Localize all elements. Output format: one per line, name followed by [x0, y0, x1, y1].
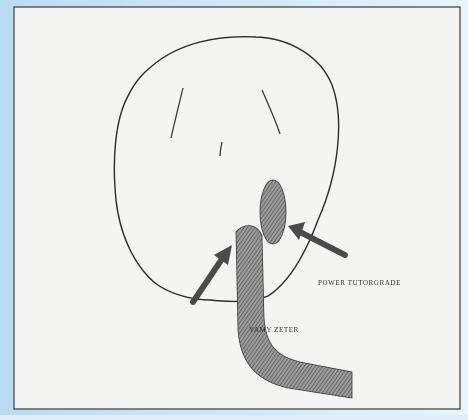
paper-sheet [14, 7, 460, 409]
label-left-arrow: YAMY ZETER [249, 326, 299, 334]
label-lower-arrow: POWER TUTORGRADE [318, 279, 401, 287]
hatched-oval [260, 180, 286, 244]
